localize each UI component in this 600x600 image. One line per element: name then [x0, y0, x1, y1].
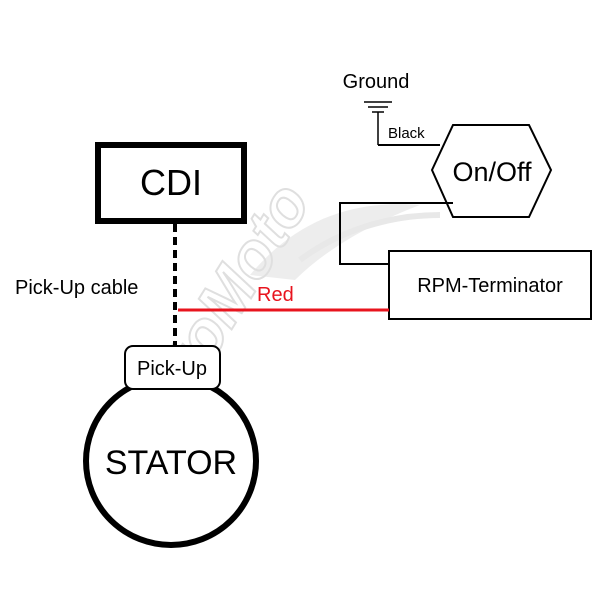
- rpm-terminator-label: RPM-Terminator: [417, 275, 563, 297]
- pickup-box: [124, 345, 221, 390]
- pickup-label: Pick-Up: [137, 358, 207, 380]
- on-off-label: On/Off: [452, 157, 532, 187]
- ground-symbol-icon: [364, 101, 392, 145]
- on-off-switch: [430, 124, 553, 218]
- stator-label: STATOR: [105, 444, 237, 482]
- black-wire-label: Black: [388, 125, 425, 142]
- rpm-terminator-box: [388, 250, 592, 320]
- ground-label: Ground: [343, 71, 410, 93]
- pickup-cable-label: Pick-Up cable: [15, 277, 138, 299]
- cdi-box: [95, 142, 247, 224]
- red-wire-label: Red: [257, 284, 294, 306]
- switch-wire: [339, 202, 453, 265]
- cdi-label: CDI: [140, 162, 202, 203]
